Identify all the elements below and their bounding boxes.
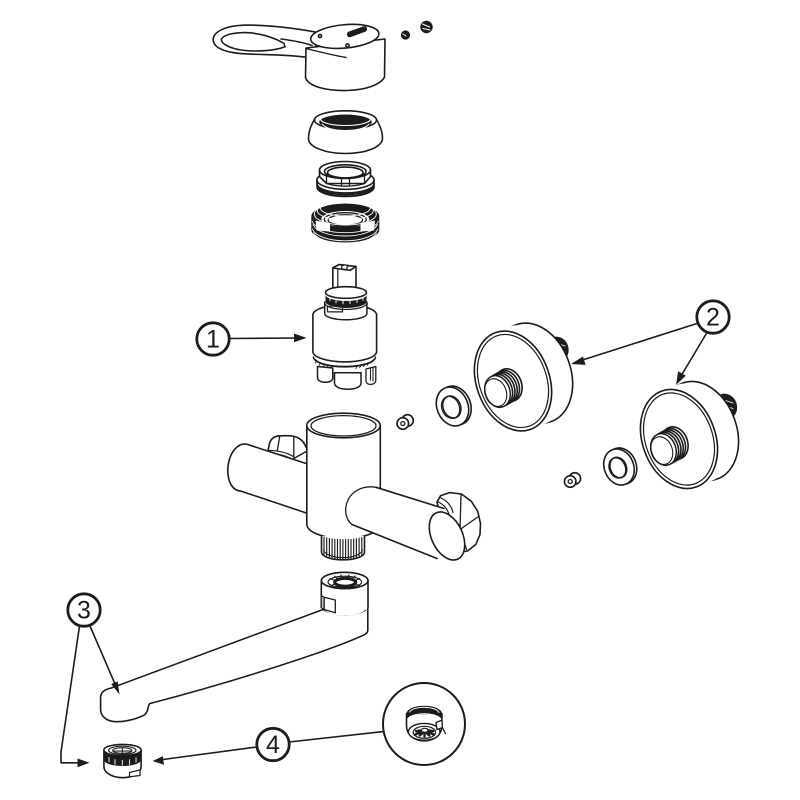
svg-text:1: 1 <box>206 326 220 354</box>
svg-text:2: 2 <box>706 304 720 332</box>
svg-text:3: 3 <box>77 597 91 625</box>
svg-text:4: 4 <box>266 731 280 759</box>
